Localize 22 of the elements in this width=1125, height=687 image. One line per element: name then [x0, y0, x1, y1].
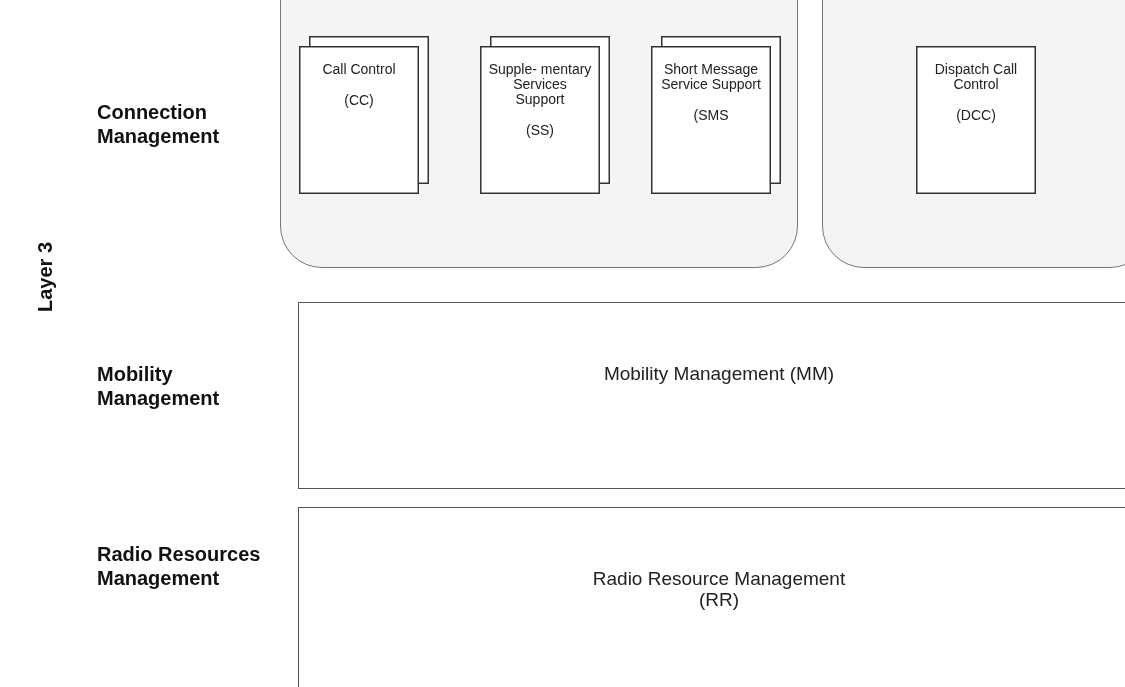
- layer-box: [298, 507, 1125, 687]
- module-abbreviation: (SS): [525, 123, 555, 138]
- layer-name: Mobility Management (MM): [602, 363, 836, 384]
- module-abbreviation: (CC): [343, 93, 375, 108]
- module-name: Short Message Service Support: [660, 62, 762, 92]
- module-name: Supple- mentary Services Support: [488, 62, 592, 107]
- module-abbreviation: (DCC): [955, 108, 997, 123]
- row-label: Mobility Management: [97, 362, 221, 410]
- module-stack: [651, 36, 781, 194]
- module-box: [916, 46, 1036, 194]
- module-name: Dispatch Call Control: [933, 62, 1019, 92]
- layer-box: [298, 302, 1125, 489]
- module-name: Call Control: [321, 62, 397, 77]
- layer-name: Radio Resource Management (RR): [591, 568, 847, 610]
- module-stack: [480, 36, 610, 194]
- group-panel: [822, 0, 1125, 268]
- row-label: Radio Resources Management: [97, 542, 262, 590]
- module-stack: [299, 36, 429, 194]
- row-label: Connection Management: [97, 100, 221, 148]
- module-abbreviation: (SMS: [692, 108, 730, 123]
- group-panel: [280, 0, 798, 268]
- layer-title: Layer 3: [33, 240, 57, 315]
